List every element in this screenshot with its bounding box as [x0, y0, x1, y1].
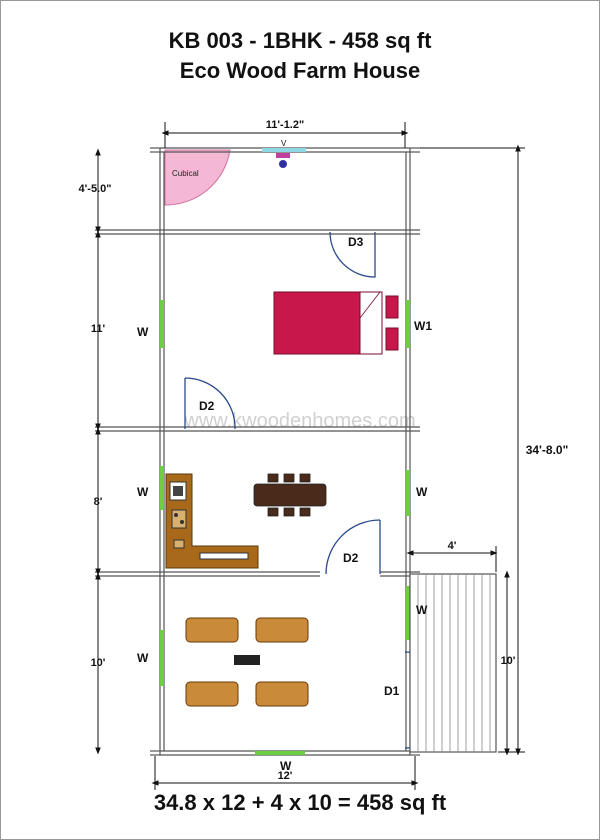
bed [273, 291, 399, 355]
dim-living-depth: 10' [91, 657, 106, 669]
dimension-lines [95, 122, 525, 790]
ventilator-label: V [281, 139, 287, 148]
kitchen-counter [165, 473, 259, 569]
dim-bedroom-depth: 11' [91, 323, 106, 335]
dim-deck-width: 4' [448, 540, 457, 552]
windows [160, 148, 410, 755]
door-d1-label: D1 [384, 684, 400, 698]
window-bedroom-right-label: W1 [414, 319, 432, 333]
log-extensions [95, 147, 420, 756]
dim-top-width: 11'-1.2" [266, 119, 304, 131]
deck [409, 573, 497, 753]
window-living-right-label: W [416, 603, 428, 617]
dim-kitchen-depth: 8' [94, 496, 103, 508]
window-bedroom-left-label: W [137, 325, 149, 339]
window-living-left-label: W [137, 651, 149, 665]
door-d3-label: D3 [348, 235, 364, 249]
sofas [185, 617, 309, 707]
plan-subtitle: Eco Wood Farm House [179, 58, 421, 83]
door-d2-bedroom-label: D2 [199, 399, 215, 413]
dim-bath-depth: 4'-5.0" [79, 183, 112, 195]
plan-title: KB 003 - 1BHK - 458 sq ft [168, 28, 432, 53]
ventilator-fixture [276, 153, 290, 168]
dining-table [253, 473, 327, 517]
window-kitchen-left-label: W [137, 485, 149, 499]
cubical-label: Cubical [172, 169, 199, 178]
outer-walls [159, 147, 411, 756]
area-formula: 34.8 x 12 + 4 x 10 = 458 sq ft [153, 790, 447, 815]
door-d2-kitchen-label: D2 [343, 551, 359, 565]
window-bottom-label: W [280, 759, 292, 773]
dim-bottom-width: 12' [278, 770, 293, 782]
coffee-table [234, 655, 260, 665]
watermark-text: www.kwoodenhomes.com [183, 410, 415, 432]
dim-total-length: 34'-8.0" [526, 443, 569, 457]
cubical-shower [164, 149, 231, 206]
dim-deck-depth: 10' [501, 655, 516, 667]
window-kitchen-right-label: W [416, 485, 428, 499]
